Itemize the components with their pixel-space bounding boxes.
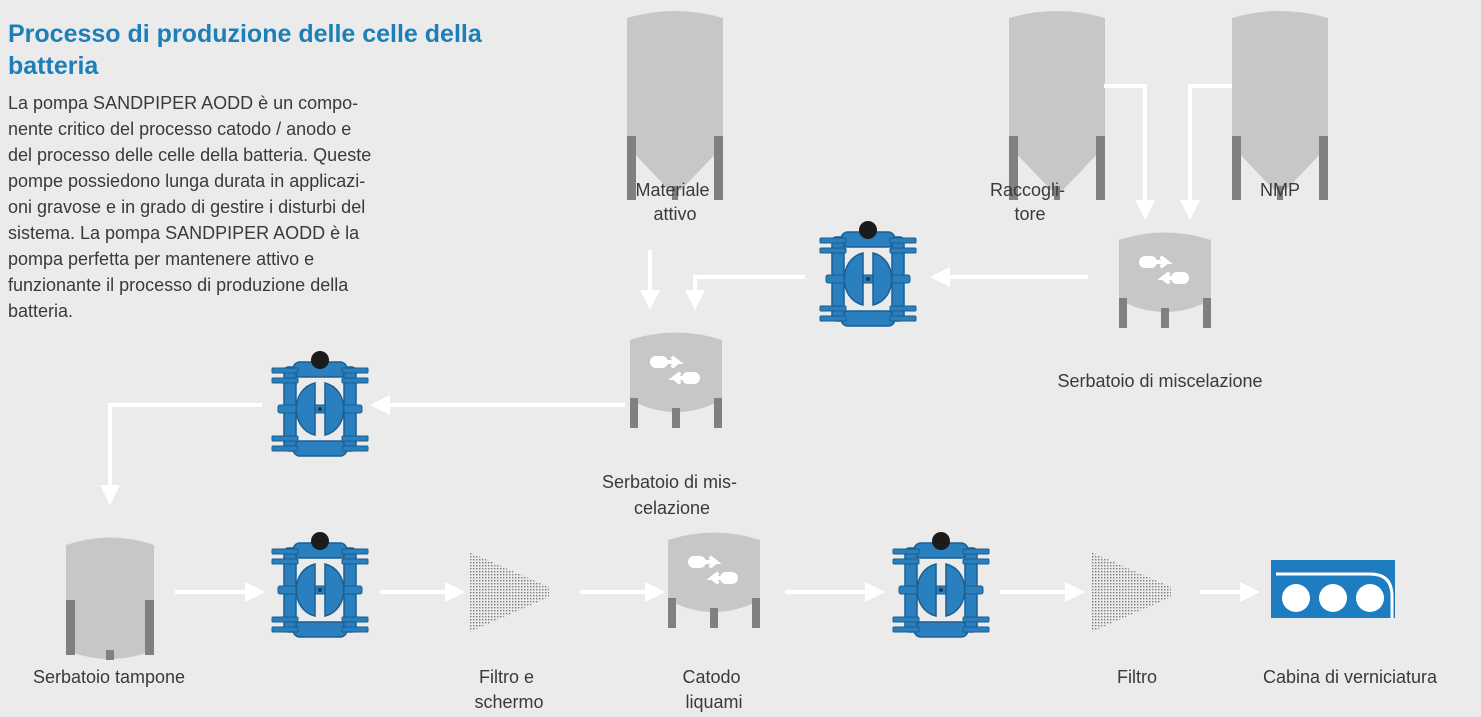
pump-4 xyxy=(892,531,990,638)
label-serbatoio-tampone: Serbatoio tampone xyxy=(33,667,185,687)
intro-line: pompe possiedono lunga durata in applica… xyxy=(8,171,366,191)
intro-paragraph: La pompa SANDPIPER AODD è un compo-nente… xyxy=(8,90,528,324)
label-serbatoio-miscelazione-2: Serbatoio di mis- celazione xyxy=(602,472,742,518)
arrow-pump1-to-mixer2 xyxy=(685,275,805,310)
label-serbatoio-miscelazione-1: Serbatoio di miscelazione xyxy=(1057,371,1262,391)
arrow-raccoglitore-to-mixer1 xyxy=(1104,84,1155,220)
intro-line: del processo delle celle della batteria.… xyxy=(8,145,372,165)
pump-3 xyxy=(271,531,369,638)
intro-line: nente critico del processo catodo / anod… xyxy=(8,119,352,139)
label-cabina-verniciatura: Cabina di verniciatura xyxy=(1263,667,1438,687)
serbatoio-miscelazione-2-tank xyxy=(628,330,724,430)
page-title: Processo di produzione delle celle della… xyxy=(8,20,482,80)
cabina-verniciatura-icon xyxy=(1271,560,1395,618)
serbatoio-miscelazione-1-tank xyxy=(1117,230,1213,330)
arrow-nmp-to-mixer1 xyxy=(1180,84,1232,220)
catodo-liquami-tank xyxy=(666,530,762,630)
intro-line: funzionante il processo di produzione de… xyxy=(8,275,349,295)
label-filtro: Filtro xyxy=(1117,667,1157,687)
pump-2 xyxy=(271,350,369,457)
serbatoio-tampone-tank xyxy=(66,537,154,660)
intro-line: batteria. xyxy=(8,301,74,321)
pump-1 xyxy=(819,220,917,327)
label-catodo-liquami: Catodo liquami xyxy=(682,667,745,712)
intro-line: pompa perfetta per mantenere attivo e xyxy=(8,249,315,269)
flow-arrows xyxy=(100,84,1260,602)
intro-line: oni gravose e in grado di gestire i dist… xyxy=(8,197,366,217)
raccoglitore-silo xyxy=(1009,11,1105,200)
label-raccoglitore: Raccogli- tore xyxy=(990,180,1070,224)
label-filtro-schermo: Filtro e schermo xyxy=(474,667,543,712)
nmp-silo xyxy=(1232,11,1328,200)
filtro-filter xyxy=(1091,552,1171,632)
label-materiale-attivo: Materiale attivo xyxy=(635,180,714,224)
intro-line: La pompa SANDPIPER AODD è un compo- xyxy=(8,93,359,113)
materiale-attivo-silo xyxy=(627,11,723,200)
filtro-schermo-filter xyxy=(469,552,549,632)
intro-line: sistema. La pompa SANDPIPER AODD è la xyxy=(8,223,360,243)
arrow-pump2-to-buffer xyxy=(100,403,262,505)
label-nmp: NMP xyxy=(1260,180,1300,200)
